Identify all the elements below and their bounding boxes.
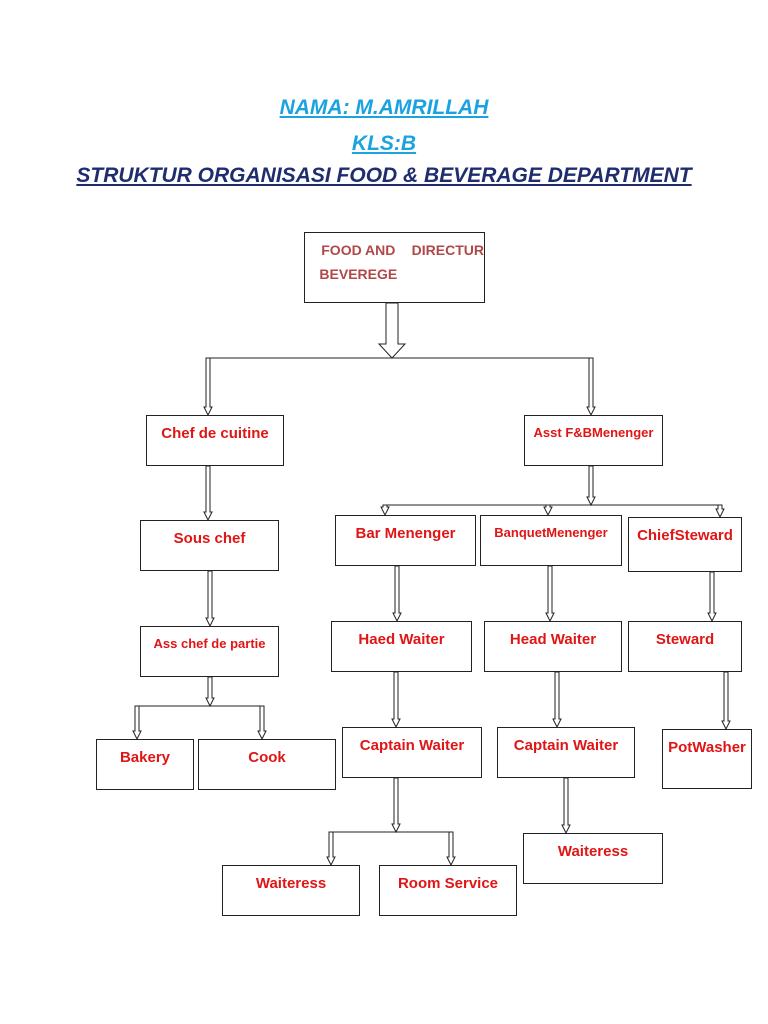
node-label-line: DIRECTUR — [411, 242, 484, 258]
connector-arrow — [380, 504, 390, 517]
node-label-line: Bakery — [119, 749, 171, 766]
connector-arrow — [586, 465, 596, 507]
node-label-line: Captain Waiter — [359, 737, 465, 754]
node-label-line: Chef de cuitine — [161, 425, 269, 442]
node-label-line: Waiteress — [255, 875, 327, 892]
student-name: NAMA: M.AMRILLAH — [279, 96, 489, 119]
node-chef-de-cuitine: Chef de cuitine — [146, 415, 284, 466]
connector-arrow — [205, 676, 215, 708]
node-captain-waiter-1: Captain Waiter — [342, 727, 482, 778]
connector-arrow — [552, 671, 562, 729]
connector-arrow — [132, 705, 142, 741]
connector-arrow — [203, 465, 213, 522]
connector-arrow — [715, 504, 725, 519]
node-steward: Steward — [628, 621, 742, 672]
node-captain-waiter-2: Captain Waiter — [497, 727, 635, 778]
node-bakery: Bakery — [96, 739, 194, 790]
connector-arrow — [391, 777, 401, 834]
connector-arrow — [205, 570, 215, 628]
node-label-line: Banquet — [494, 525, 547, 540]
node-label-line: Menenger — [546, 525, 608, 540]
node-label-line: Chief — [637, 527, 675, 544]
node-label-line: Bar Menenger — [355, 525, 456, 542]
node-sous-chef: Sous chef — [140, 520, 279, 571]
node-ass-chef-de-partie: Ass chef de partie — [140, 626, 279, 677]
node-label-line: FOOD AND BEVEREGE — [319, 242, 398, 282]
node-label-line: Pot — [668, 739, 693, 756]
node-cook: Cook — [198, 739, 336, 790]
node-label-line: Steward — [674, 527, 733, 544]
page-title: STRUKTUR ORGANISASI FOOD & BEVERAGE DEPA… — [76, 164, 692, 187]
connector-arrow — [561, 777, 571, 835]
node-label-line: Menenger — [592, 425, 654, 440]
connector-arrow — [377, 302, 407, 359]
node-label-line: Asst F&B — [533, 425, 593, 440]
node-label-line: Captain Waiter — [513, 737, 619, 754]
node-bar-manager: Bar Menenger — [335, 515, 476, 566]
connector-arrow — [392, 565, 402, 623]
connector-arrow — [446, 831, 456, 867]
student-class: KLS:B — [351, 132, 417, 155]
connector-arrow — [721, 671, 731, 731]
node-label-line: Haed Waiter — [358, 631, 445, 648]
node-director: FOOD AND BEVEREGE DIRECTUR — [304, 232, 485, 303]
connector-arrow — [326, 831, 336, 867]
connector-arrow — [586, 357, 596, 417]
node-haed-waiter: Haed Waiter — [331, 621, 472, 672]
node-label-line: Sous chef — [173, 530, 246, 547]
node-waiteress-2: Waiteress — [523, 833, 663, 884]
node-room-service: Room Service — [379, 865, 517, 916]
connector-arrow — [707, 571, 717, 623]
node-label-line: Room Service — [397, 875, 499, 892]
connector-arrow — [257, 705, 267, 741]
node-label-line: Steward — [655, 631, 715, 648]
node-label-line: Washer — [692, 739, 746, 756]
connector-arrow — [391, 671, 401, 729]
connector-arrow — [543, 504, 553, 517]
connector-arrow — [545, 565, 555, 623]
node-label-line: Head Waiter — [509, 631, 597, 648]
node-label-line: Waiteress — [557, 843, 629, 860]
node-head-waiter: Head Waiter — [484, 621, 622, 672]
connector-arrow — [203, 357, 213, 417]
node-waiteress-1: Waiteress — [222, 865, 360, 916]
node-label-line: Cook — [248, 749, 286, 766]
node-label-line: Ass chef de partie — [153, 636, 266, 651]
